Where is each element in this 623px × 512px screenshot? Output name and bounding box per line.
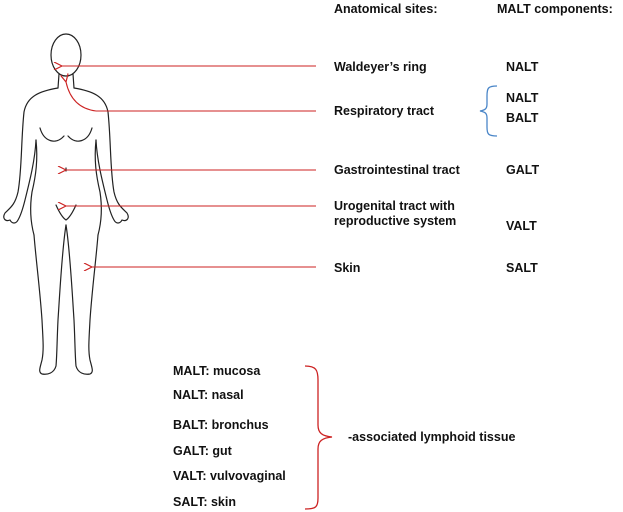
- site-urogenital-tract: Urogenital tract with reproductive syste…: [334, 199, 457, 228]
- legend-malt: MALT: mucosa: [173, 364, 261, 378]
- pointer-arrows: [62, 66, 316, 267]
- header-anatomical-sites: Anatomical sites:: [334, 2, 438, 16]
- legend-suffix: -associated lymphoid tissue: [348, 430, 516, 444]
- component-valt: VALT: [506, 219, 537, 233]
- site-skin: Skin: [334, 261, 361, 275]
- component-balt-respiratory: BALT: [506, 111, 539, 125]
- legend-galt: GALT: gut: [173, 444, 232, 458]
- legend-nalt: NALT: nasal: [173, 388, 244, 402]
- legend-brace: [304, 365, 333, 510]
- legend-salt: SALT: skin: [173, 495, 236, 509]
- component-salt: SALT: [506, 261, 538, 275]
- header-malt-components: MALT components:: [497, 2, 613, 16]
- respiratory-brace: [479, 85, 498, 137]
- site-waldeyers-ring: Waldeyer’s ring: [334, 60, 427, 74]
- component-nalt-respiratory: NALT: [506, 91, 539, 105]
- human-body-outline: [3, 33, 129, 375]
- arrow-respiratory-curve: [66, 82, 97, 112]
- component-nalt-waldeyer: NALT: [506, 60, 539, 74]
- legend-valt: VALT: vulvovaginal: [173, 469, 286, 483]
- component-galt: GALT: [506, 163, 540, 177]
- site-respiratory-tract: Respiratory tract: [334, 104, 435, 118]
- site-gastrointestinal-tract: Gastrointestinal tract: [334, 163, 460, 177]
- legend-balt: BALT: bronchus: [173, 418, 269, 432]
